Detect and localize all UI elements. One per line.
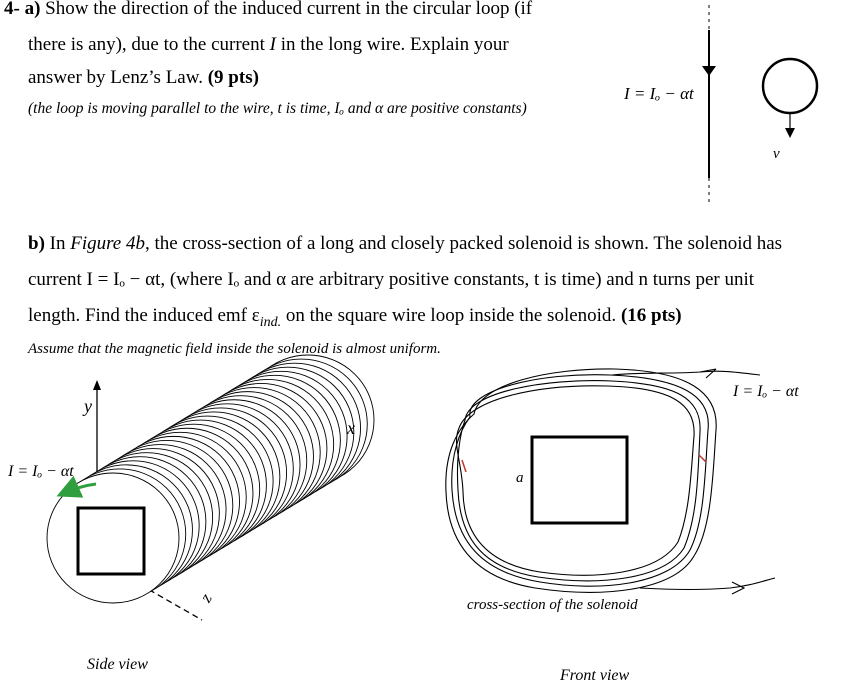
part-a-text-1: Show the direction of the induced curren… [45,0,533,19]
part-b-label: b) [28,233,45,254]
velocity-arrow-icon [785,128,795,138]
part-a-note: (the loop is moving parallel to the wire… [28,100,527,117]
wire-current-arrow-icon [702,66,716,76]
part-a-var-i: I [269,34,276,55]
side-current-label: I = Iₒ − αt [8,463,74,480]
question-number: 4- [4,0,20,19]
solenoid-coil [46,354,375,604]
figure-ref: Figure 4b [70,233,145,254]
side-view-caption: Side view [87,656,148,673]
part-a-text-3: answer by Lenz’s Law. [28,67,208,88]
long-wire [702,5,716,205]
part-a-line1: 4- a) Show the direction of the induced … [4,0,532,20]
circular-loop [761,57,819,115]
part-b-text-1a: In [44,233,71,254]
part-b-points: (16 pts) [620,305,682,326]
part-a-label: a) [24,0,41,19]
part-b-assumption: Assume that the magnetic field inside th… [28,341,441,357]
side-view-square-loop [76,506,146,576]
part-a-points: (9 pts) [207,67,259,88]
side-current-arrow-icon [56,475,97,498]
coil-turn [46,472,180,604]
wire-current-label: I = Iₒ − αt [624,84,694,103]
axis-x-label: x [347,418,355,438]
front-current-label: I = Iₒ − αt [733,383,799,400]
part-b-text-1b: , the cross-section of a long and closel… [145,233,783,254]
part-b-text-3b: on the square wire loop inside the solen… [281,305,621,326]
part-a-text-2a: there is any), due to the current [28,34,270,55]
front-view-square-loop [530,435,629,525]
cross-section-caption: cross-section of the solenoid [467,597,638,613]
part-a-line2: there is any), due to the current I in t… [28,34,509,56]
part-b-line3: length. Find the induced emf εind. on th… [28,305,682,331]
axis-y-label: y [84,396,92,416]
part-b-line2: current I = Iₒ − αt, (where Iₒ and α are… [28,269,755,290]
front-view-caption: Front view [560,667,630,684]
winding-marker-right [698,454,707,463]
part-b-line1: b) In Figure 4b, the cross-section of a … [28,233,782,255]
part-b-text-3a: length. Find the induced emf ε [28,305,260,326]
square-side-label: a [516,470,524,486]
emf-subscript: ind. [259,314,282,330]
part-a-line3: answer by Lenz’s Law. (9 pts) [28,67,259,89]
velocity-label: v⃗ [773,146,792,162]
solenoid-cross-section [445,368,776,595]
part-a-text-2b: in the long wire. Explain your [275,34,509,55]
winding-marker-left [461,459,467,473]
